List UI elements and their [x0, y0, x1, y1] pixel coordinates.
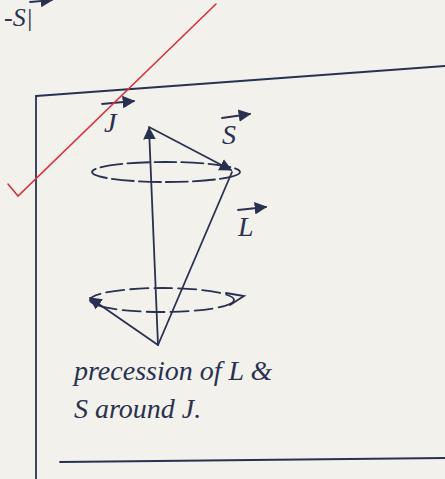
vector-label: L: [238, 208, 254, 246]
precession-ellipse: [90, 288, 234, 312]
vector-arrow: [30, 0, 52, 2]
vector-label: J: [104, 104, 116, 142]
partial-text: -S|: [4, 0, 33, 35]
vector-arrow: [102, 101, 134, 104]
frame-left: [35, 96, 37, 479]
frame-bottom: [60, 458, 445, 462]
vector-label: S: [222, 116, 236, 154]
caption: precession of L & S around J.: [74, 352, 284, 428]
s-vector-lower: [90, 298, 158, 345]
vector-arrow: [238, 207, 266, 210]
precession-ellipse: [92, 162, 240, 182]
s-vector: [149, 127, 231, 170]
l-vector: [158, 172, 232, 345]
rotation-arrow: [226, 293, 244, 305]
check-mark: [8, 4, 216, 196]
vector-arrow: [222, 114, 250, 118]
frame-top: [36, 66, 445, 96]
